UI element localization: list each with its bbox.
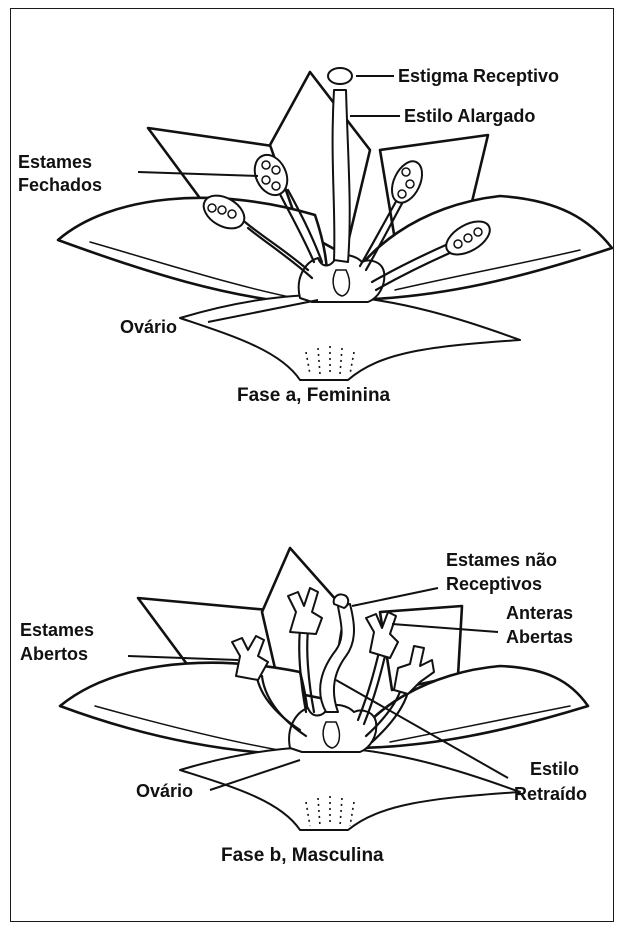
phase-a-petal-left bbox=[58, 198, 327, 305]
label-estilo-alargado: Estilo Alargado bbox=[404, 106, 535, 126]
label-ovario-a: Ovário bbox=[120, 317, 177, 337]
label-estames-abertos-2: Abertos bbox=[20, 644, 88, 664]
label-estames-abertos-1: Estames bbox=[20, 620, 94, 640]
phase-a-stigma bbox=[328, 68, 352, 84]
phase-b-receptacle bbox=[180, 747, 520, 830]
phase-b-petal-right bbox=[350, 666, 588, 748]
label-estigma-receptivo: Estigma Receptivo bbox=[398, 66, 559, 86]
phase-a-style bbox=[333, 90, 350, 262]
label-anteras-abertas-1: Anteras bbox=[506, 603, 573, 623]
label-estilo-retraido-2: Retraído bbox=[514, 784, 587, 804]
label-estames-nao-receptivos-2: Receptivos bbox=[446, 574, 542, 594]
label-anteras-abertas-2: Abertas bbox=[506, 627, 573, 647]
phase-a-receptacle bbox=[180, 295, 520, 380]
label-estames-fechados-1: Estames bbox=[18, 152, 92, 172]
caption-phase-b: Fase b, Masculina bbox=[221, 845, 384, 866]
label-estames-fechados-2: Fechados bbox=[18, 175, 102, 195]
caption-phase-a: Fase a, Feminina bbox=[237, 385, 391, 406]
label-ovario-b: Ovário bbox=[136, 781, 193, 801]
label-estilo-retraido-1: Estilo bbox=[530, 759, 579, 779]
phase-b-petal-left bbox=[60, 663, 308, 755]
label-estames-nao-receptivos-1: Estames não bbox=[446, 550, 557, 570]
